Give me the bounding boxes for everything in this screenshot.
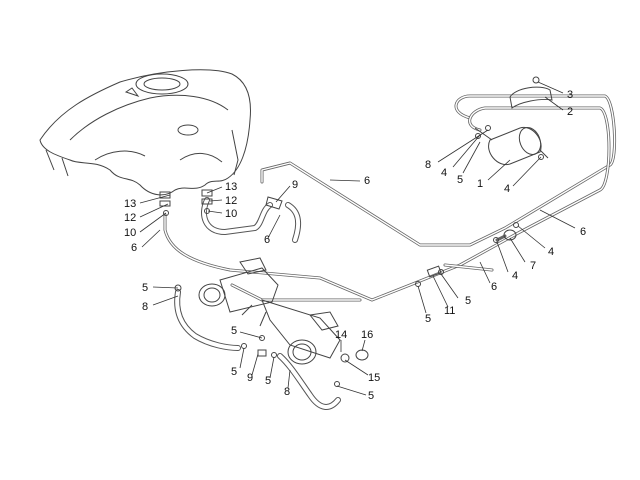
callout-4: 4 — [548, 246, 554, 258]
callout-13: 13 — [124, 198, 136, 210]
callout-6: 6 — [491, 281, 497, 293]
callout-5: 5 — [368, 390, 374, 402]
callout-3: 3 — [567, 89, 573, 101]
callout-4: 4 — [441, 167, 447, 179]
callout-4: 4 — [512, 270, 518, 282]
callout-6: 6 — [364, 175, 370, 187]
callout-8: 8 — [425, 159, 431, 171]
callout-7: 7 — [530, 260, 536, 272]
rubber-hoses — [174, 197, 341, 410]
callout-5: 5 — [425, 313, 431, 325]
callout-5: 5 — [231, 366, 237, 378]
callout-5: 5 — [142, 282, 148, 294]
leader-lines — [139, 81, 576, 396]
callout-6: 6 — [131, 242, 137, 254]
canister-bracket — [509, 76, 553, 109]
callout-5: 5 — [231, 325, 237, 337]
callout-4: 4 — [504, 183, 510, 195]
throttle-body-assembly — [198, 257, 341, 365]
callout-14: 14 — [335, 329, 347, 341]
callout-8: 8 — [284, 386, 290, 398]
callout-16: 16 — [361, 329, 373, 341]
callout-9: 9 — [292, 179, 298, 191]
callout-5: 5 — [465, 295, 471, 307]
callout-5: 5 — [457, 174, 463, 186]
callout-12: 12 — [225, 195, 237, 207]
vapor-canister — [474, 126, 549, 166]
callout-6: 6 — [264, 234, 270, 246]
callout-12: 12 — [124, 212, 136, 224]
callout-9: 9 — [247, 372, 253, 384]
vapor-pipes — [163, 94, 616, 302]
callout-2: 2 — [567, 106, 573, 118]
callout-10: 10 — [225, 208, 237, 220]
callout-11: 11 — [444, 305, 455, 317]
callout-13: 13 — [225, 181, 237, 193]
callout-5: 5 — [265, 375, 271, 387]
callout-labels: 3 2 8 4 5 1 4 6 4 7 4 6 5 11 5 6 9 6 13 … — [124, 89, 586, 402]
callout-10: 10 — [124, 227, 136, 239]
callout-1: 1 — [477, 178, 483, 190]
callout-15: 15 — [368, 372, 380, 384]
fuel-tank — [39, 69, 251, 196]
callout-6: 6 — [580, 226, 586, 238]
callout-8: 8 — [142, 301, 148, 313]
